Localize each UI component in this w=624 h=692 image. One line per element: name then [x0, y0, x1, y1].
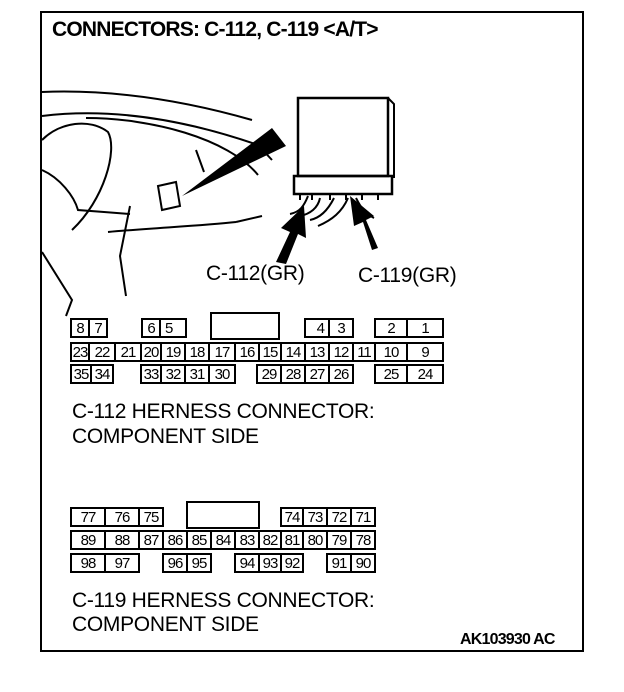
c119-caption-line1: C-119 HERNESS CONNECTOR: — [72, 589, 375, 612]
pin-cell: 98 — [70, 553, 106, 573]
pin-cell: 78 — [350, 530, 376, 550]
arrow-c119 — [350, 196, 378, 250]
pin-cell: 27 — [304, 364, 330, 384]
pin-cell: 9 — [406, 342, 444, 362]
c119-caption-line2: COMPONENT SIDE — [72, 613, 259, 636]
pin-cell: 7 — [88, 318, 108, 338]
pin-cell: 31 — [184, 364, 210, 384]
pin-cell: 2 — [374, 318, 408, 338]
glovebox-corner — [235, 215, 263, 223]
pin-cell: 89 — [70, 530, 106, 550]
pin-cell: 1 — [406, 318, 444, 338]
pin-cell: 97 — [104, 553, 140, 573]
ecu-side — [387, 97, 395, 178]
pin-cell: 14 — [280, 342, 306, 362]
figure-title: CONNECTORS: C-112, C-119 <A/T> — [52, 18, 379, 41]
steering-wheel-arc — [41, 122, 113, 231]
ecu-connector-block — [292, 174, 394, 196]
callout-wedge — [182, 128, 286, 196]
wire-4 — [317, 197, 349, 227]
pin-cell: 22 — [88, 342, 116, 362]
pin-cell: 92 — [280, 553, 304, 573]
pin-cell: 33 — [140, 364, 162, 384]
pin-cell: 79 — [326, 530, 352, 550]
pin-cell: 21 — [114, 342, 142, 362]
pin-cell: 35 — [70, 364, 92, 384]
pin-cell: 29 — [256, 364, 282, 384]
vent-line — [195, 149, 205, 173]
pin-cell: 6 — [141, 318, 161, 338]
pin-cell: 13 — [304, 342, 330, 362]
pin-cell: 85 — [186, 530, 212, 550]
pin-cell: 15 — [258, 342, 282, 362]
dashboard-top-edge — [41, 90, 253, 121]
pin-cell: 3 — [328, 318, 354, 338]
pin-cell: 74 — [280, 507, 304, 527]
c112-caption-line1: C-112 HERNESS CONNECTOR: — [72, 400, 375, 423]
callout-c119-label: C-119(GR) — [358, 264, 457, 287]
pin-cell: 96 — [162, 553, 188, 573]
pin-cell: 71 — [350, 507, 376, 527]
pin-cell: 87 — [138, 530, 164, 550]
pin-cell: 25 — [374, 364, 408, 384]
pin-cell: 8 — [70, 318, 90, 338]
pin-cell: 94 — [234, 553, 260, 573]
ecu-body — [296, 96, 390, 178]
pin-cell: 30 — [208, 364, 236, 384]
pin-cell: 12 — [328, 342, 354, 362]
steering-column — [41, 169, 131, 215]
pin-cell: 82 — [258, 530, 282, 550]
lower-dash-line — [41, 251, 74, 317]
ecu-pins — [299, 194, 379, 200]
callout-c112-label: C-112(GR) — [206, 262, 305, 285]
pin-cell: 77 — [70, 507, 106, 527]
c112-caption-line2: COMPONENT SIDE — [72, 425, 259, 448]
pin-cell: 93 — [258, 553, 282, 573]
pin-cell: 72 — [326, 507, 352, 527]
dashboard-inner-edge — [41, 112, 273, 161]
dash-panel-line — [118, 205, 131, 297]
pin-cell: 80 — [302, 530, 328, 550]
pin-cell: 88 — [104, 530, 140, 550]
pin-cell: 19 — [160, 342, 186, 362]
pin-cell: 5 — [159, 318, 187, 338]
pin-cell: 23 — [70, 342, 90, 362]
pin-cell: 90 — [350, 553, 376, 573]
pin-cell: 32 — [160, 364, 186, 384]
pin-cell: 24 — [406, 364, 444, 384]
pin-cell: 20 — [140, 342, 162, 362]
glovebox-edge — [107, 221, 237, 233]
wire-3 — [309, 197, 335, 221]
pin-cell: 10 — [374, 342, 408, 362]
pin-cell: 84 — [210, 530, 236, 550]
pin-cell: 73 — [302, 507, 328, 527]
pin-cell: 75 — [138, 507, 164, 527]
dash-relay — [156, 180, 182, 212]
arrow-c112 — [276, 206, 306, 264]
pin-cell: 4 — [304, 318, 330, 338]
connector-key-tab — [210, 312, 280, 340]
pin-cell: 28 — [280, 364, 306, 384]
pin-cell: 18 — [184, 342, 210, 362]
connector-key-tab — [186, 501, 260, 529]
pin-cell: 17 — [208, 342, 236, 362]
figure-code: AK103930 AC — [460, 631, 555, 648]
pin-cell: 83 — [234, 530, 260, 550]
pin-cell: 34 — [90, 364, 114, 384]
pin-cell: 26 — [328, 364, 354, 384]
pin-cell: 11 — [352, 342, 376, 362]
pin-cell: 91 — [326, 553, 352, 573]
pin-cell: 95 — [186, 553, 212, 573]
figure-frame — [40, 11, 584, 652]
pin-cell: 81 — [280, 530, 304, 550]
pin-cell: 16 — [234, 342, 260, 362]
wire-1 — [289, 195, 309, 215]
pin-cell: 86 — [162, 530, 188, 550]
pin-cell: 76 — [104, 507, 140, 527]
